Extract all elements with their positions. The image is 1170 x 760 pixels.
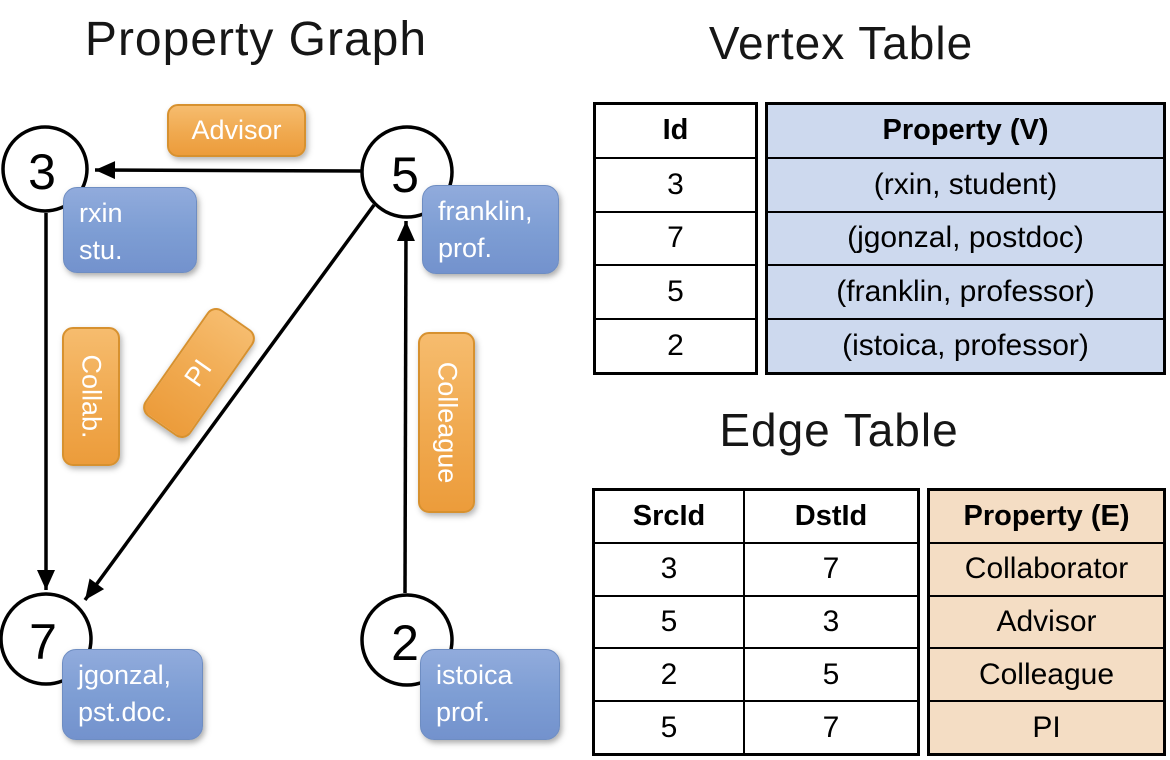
- node-3-circle: [1, 125, 89, 213]
- vertex-label-franklin-line1: franklin,: [438, 196, 533, 226]
- vertex-table-id-cell: 2: [596, 318, 755, 372]
- vertex-table-id-column: Id 3 7 5 2: [593, 102, 758, 375]
- edge-table-property-header: Property (E): [963, 499, 1130, 532]
- edge-table-srcid-cell: 5: [595, 594, 743, 648]
- vertex-table-title: Vertex Table: [708, 17, 974, 69]
- vertex-table-id-cell: 3: [596, 156, 755, 211]
- vertex-table-property-column: Property (V) (rxin, student) (jgonzal, p…: [765, 102, 1166, 375]
- vertex-table-property-cell: (jgonzal, postdoc): [768, 210, 1163, 265]
- edge-label-pi-text: PI: [178, 353, 219, 392]
- edge-table-srcid-cell: 3: [595, 541, 743, 595]
- edge-label-colleague: Colleague: [418, 332, 475, 513]
- edge-arrow-5-to-3: [94, 161, 363, 180]
- edge-table-title: Edge Table: [719, 404, 959, 456]
- vertex-label-franklin-line2: prof.: [438, 233, 493, 263]
- edge-table-srcid-subcolumn: SrcId 3 5 2 5: [595, 491, 743, 753]
- edge-table-dstid-cell: 7: [745, 541, 917, 595]
- edge-label-advisor-text: Advisor: [191, 115, 282, 145]
- node-7-id: 7: [29, 614, 57, 670]
- vertex-table-id-cell: 7: [596, 210, 755, 265]
- edge-table-srcid-header: SrcId: [632, 499, 706, 532]
- vertex-table-id-header: Id: [662, 114, 689, 147]
- edge-table-property-cell: Advisor: [930, 594, 1163, 648]
- edge-table-dstid-cell: 3: [745, 594, 917, 648]
- vertex-label-franklin: franklin, prof.: [422, 185, 559, 274]
- edge-table-dstid-subcolumn: DstId 7 3 5 7: [743, 491, 917, 753]
- vertex-table-property-cell: (rxin, student): [768, 156, 1163, 211]
- node-3-id: 3: [28, 144, 56, 200]
- vertex-label-jgonzal: jgonzal, pst.doc.: [62, 649, 203, 740]
- node-5-id: 5: [391, 147, 419, 203]
- vertex-label-rxin-line2: stu.: [79, 235, 123, 265]
- edge-table-property-cell: Colleague: [930, 647, 1163, 700]
- vertex-label-jgonzal-line1: jgonzal,: [78, 660, 172, 690]
- edge-arrow-5-to-7: [83, 203, 376, 602]
- vertex-table-id-cell: 5: [596, 264, 755, 318]
- edge-table-property-column: Property (E) Collaborator Advisor Collea…: [927, 488, 1166, 756]
- node-2-id: 2: [391, 615, 419, 671]
- vertex-label-rxin: rxin stu.: [63, 187, 197, 273]
- edge-label-advisor: Advisor: [167, 104, 306, 157]
- edge-table-ids-column: SrcId 3 5 2 5 DstId 7 3 5 7: [592, 488, 920, 756]
- vertex-label-rxin-line1: rxin: [79, 198, 123, 228]
- property-graph-title: Property Graph: [84, 13, 428, 66]
- edge-table-srcid-cell: 2: [595, 647, 743, 700]
- vertex-label-istoica: istoica prof.: [420, 649, 560, 740]
- vertex-label-istoica-line1: istoica: [436, 660, 513, 690]
- edge-table-property-cell: PI: [930, 700, 1163, 753]
- vertex-table-property-cell: (istoica, professor): [768, 318, 1163, 372]
- edge-label-colleague-text: Colleague: [432, 361, 462, 484]
- edge-table-dstid-header: DstId: [794, 499, 868, 532]
- vertex-table-property-header: Property (V): [882, 114, 1049, 147]
- edge-label-collab-text: Collab.: [76, 354, 107, 439]
- edge-table-dstid-cell: 7: [745, 700, 917, 753]
- vertex-table-property-cell: (franklin, professor): [768, 264, 1163, 318]
- vertex-label-jgonzal-line2: pst.doc.: [78, 697, 173, 727]
- edge-label-collab: Collab.: [62, 327, 120, 466]
- edge-table-srcid-cell: 5: [595, 700, 743, 753]
- vertex-label-istoica-line2: prof.: [436, 697, 491, 727]
- edge-table-dstid-cell: 5: [745, 647, 917, 700]
- edge-arrow-2-to-5: [396, 220, 415, 594]
- edge-table-property-cell: Collaborator: [930, 541, 1163, 595]
